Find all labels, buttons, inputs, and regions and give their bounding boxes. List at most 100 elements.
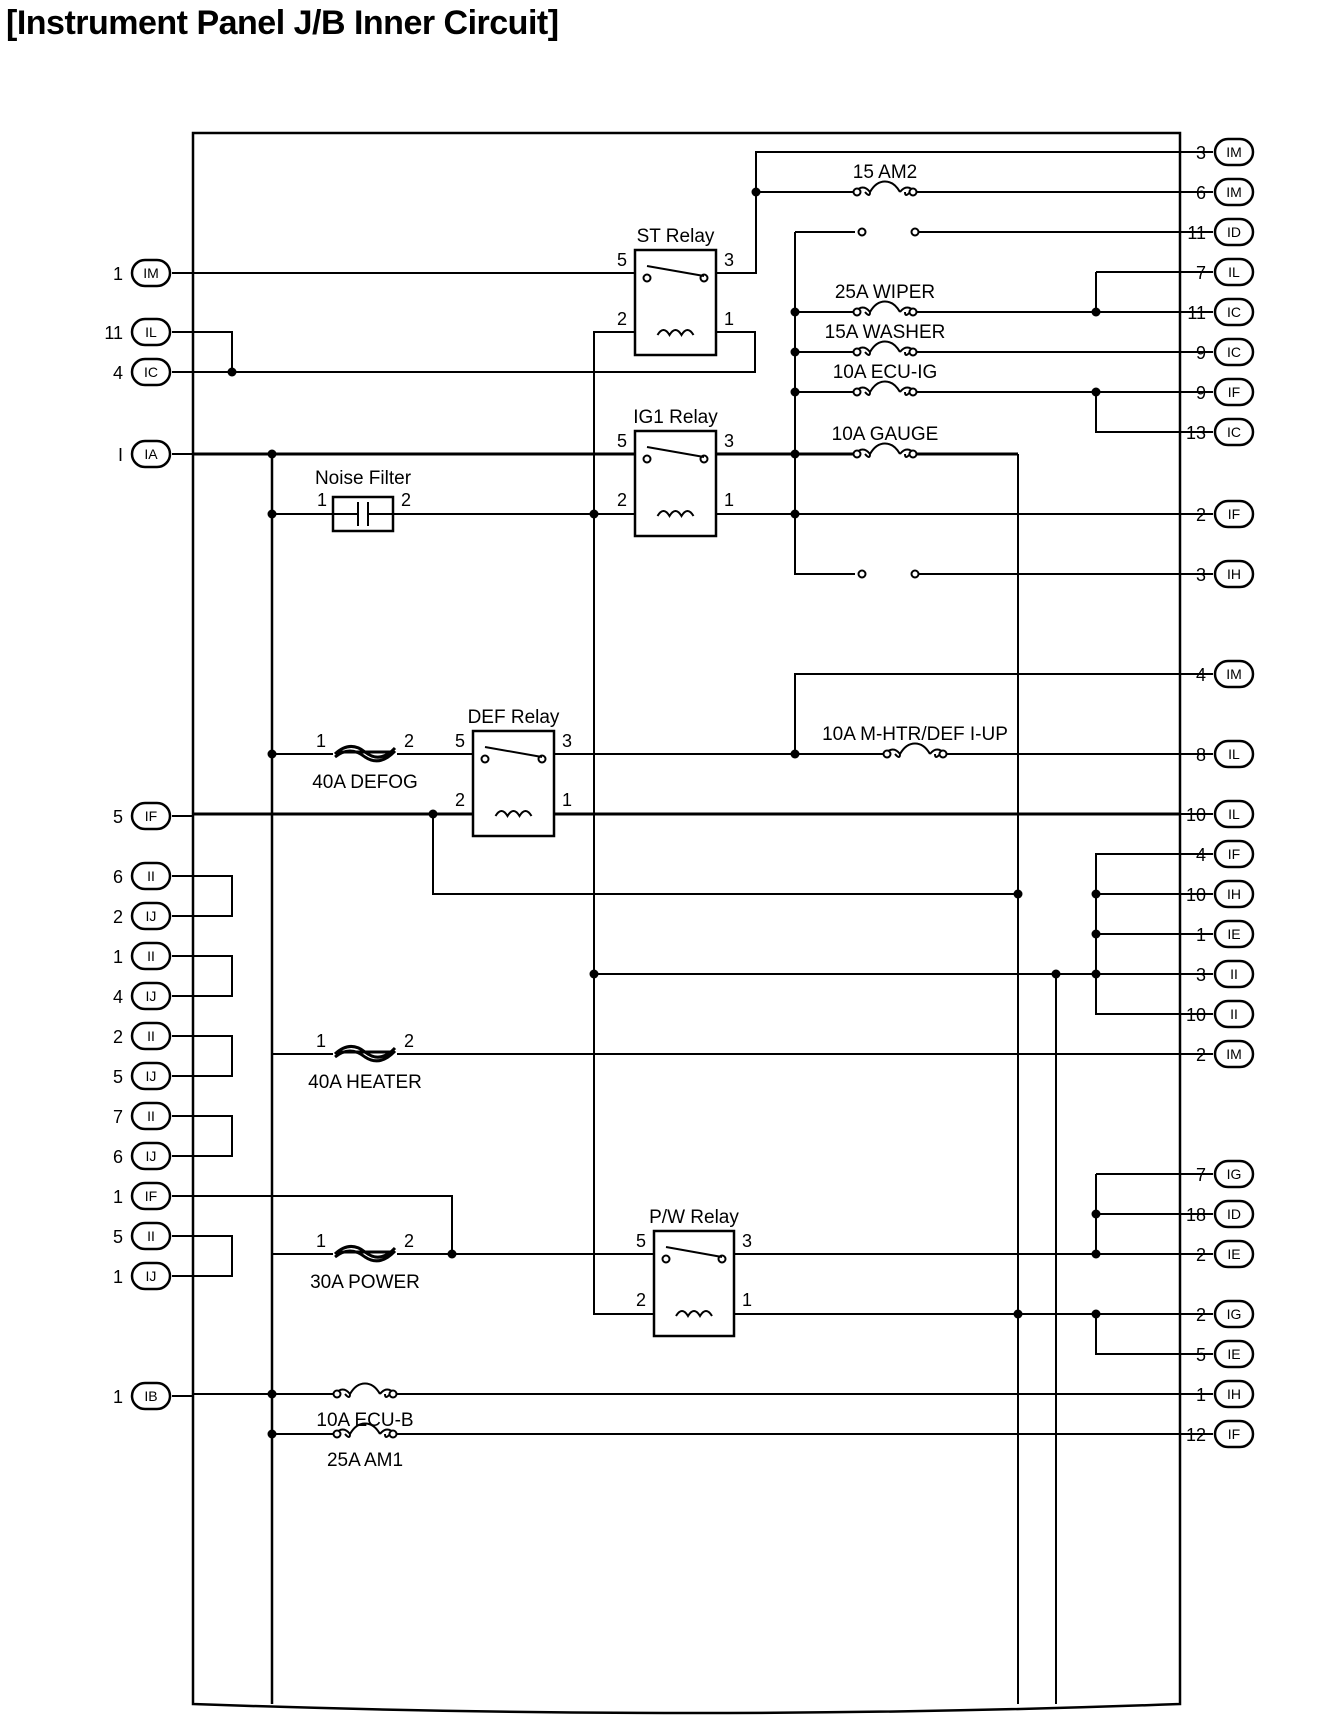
contact-terminal bbox=[857, 569, 867, 579]
relay-pin: 5 bbox=[617, 250, 627, 270]
connector-oval bbox=[1213, 1239, 1255, 1269]
relay-label: P/W Relay bbox=[649, 1207, 739, 1228]
contact-terminal bbox=[857, 227, 867, 237]
fuse-symbol bbox=[854, 340, 916, 356]
connector-oval bbox=[1213, 999, 1255, 1029]
fuse-symbol bbox=[884, 742, 946, 758]
connector-oval bbox=[1213, 417, 1255, 447]
connector-code: II bbox=[147, 1228, 155, 1244]
junction-dot bbox=[790, 347, 800, 357]
connector-code: ID bbox=[1227, 1206, 1241, 1222]
connector-oval bbox=[1213, 1419, 1255, 1449]
connector-code: IG bbox=[1227, 1166, 1242, 1182]
fuse-label: 15 AM2 bbox=[853, 162, 917, 183]
junction-dot bbox=[267, 449, 277, 459]
connector-code: IH bbox=[1227, 886, 1241, 902]
wire bbox=[193, 331, 756, 373]
relay-pin: 1 bbox=[742, 1290, 752, 1310]
relay-pin: 3 bbox=[742, 1231, 752, 1251]
link-pin: 2 bbox=[404, 1031, 414, 1051]
connector-oval bbox=[1213, 1299, 1255, 1329]
connector-code: IC bbox=[144, 364, 158, 380]
contact-terminal bbox=[661, 1254, 671, 1264]
contact-terminal bbox=[910, 569, 920, 579]
wire bbox=[1095, 271, 1180, 312]
relay-label: IG1 Relay bbox=[633, 407, 718, 428]
junction-dot bbox=[790, 749, 800, 759]
pin-number: 10 bbox=[1186, 1005, 1206, 1025]
connector-code: IF bbox=[1228, 506, 1240, 522]
page-title: [Instrument Panel J/B Inner Circuit] bbox=[6, 4, 559, 42]
noise-filter-label: Noise Filter bbox=[315, 468, 412, 489]
connector-oval bbox=[130, 981, 172, 1011]
pin-number: 4 bbox=[113, 363, 123, 383]
switch-arm bbox=[646, 446, 705, 458]
fuse-label: 25A AM1 bbox=[327, 1450, 403, 1471]
connector-oval bbox=[1213, 1339, 1255, 1369]
junction-dot bbox=[1091, 969, 1101, 979]
fuse-10a-m-htr-def-i-up: 10A M-HTR/DEF I-UP bbox=[822, 724, 1008, 760]
pin-number: 2 bbox=[113, 907, 123, 927]
connector-oval bbox=[1213, 377, 1255, 407]
relay-coil bbox=[656, 329, 695, 337]
connector-code: IF bbox=[145, 808, 157, 824]
junction-dot bbox=[589, 969, 599, 979]
wire bbox=[716, 151, 1180, 274]
pin-number: 7 bbox=[1196, 263, 1206, 283]
pin-number: 11 bbox=[1187, 303, 1206, 323]
connector-label-ic: 11 IC bbox=[1187, 297, 1255, 327]
fuse-label: 15A WASHER bbox=[825, 322, 946, 343]
connector-code: IM bbox=[1226, 144, 1242, 160]
fuse-25a-wiper: 25A WIPER bbox=[835, 282, 935, 318]
junction-dot bbox=[428, 809, 438, 819]
pin-number: 2 bbox=[1196, 1245, 1206, 1265]
junction-dot bbox=[267, 1389, 277, 1399]
contact-terminal bbox=[388, 1389, 398, 1399]
connector-code: II bbox=[147, 868, 155, 884]
junction-dots bbox=[227, 187, 1101, 1439]
pin-number: 9 bbox=[1196, 383, 1206, 403]
connector-code: II bbox=[147, 1108, 155, 1124]
connector-oval bbox=[1213, 1199, 1255, 1229]
contact-terminal bbox=[910, 227, 920, 237]
fuse-label: 25A WIPER bbox=[835, 282, 935, 303]
contact-terminal bbox=[908, 347, 918, 357]
contact-terminal bbox=[852, 187, 862, 197]
connector-code: IB bbox=[144, 1388, 157, 1404]
connector-code: II bbox=[147, 948, 155, 964]
relay-pin: 2 bbox=[455, 790, 465, 810]
contact-terminal bbox=[642, 273, 652, 283]
connector-code: IL bbox=[145, 324, 157, 340]
connector-code: IC bbox=[1227, 304, 1241, 320]
link-pin: 1 bbox=[316, 731, 326, 751]
junction-dot bbox=[267, 1429, 277, 1439]
relay-body bbox=[471, 729, 556, 838]
link-pin: 2 bbox=[404, 1231, 414, 1251]
contact-terminal bbox=[332, 1429, 342, 1439]
connector-code: ID bbox=[1227, 224, 1241, 240]
fuse-symbol bbox=[334, 1382, 396, 1398]
pin-number: 2 bbox=[113, 1027, 123, 1047]
connector-code: IJ bbox=[146, 988, 157, 1004]
fusible-link-label: 40A DEFOG bbox=[312, 772, 418, 793]
switch-arm bbox=[665, 1246, 723, 1258]
